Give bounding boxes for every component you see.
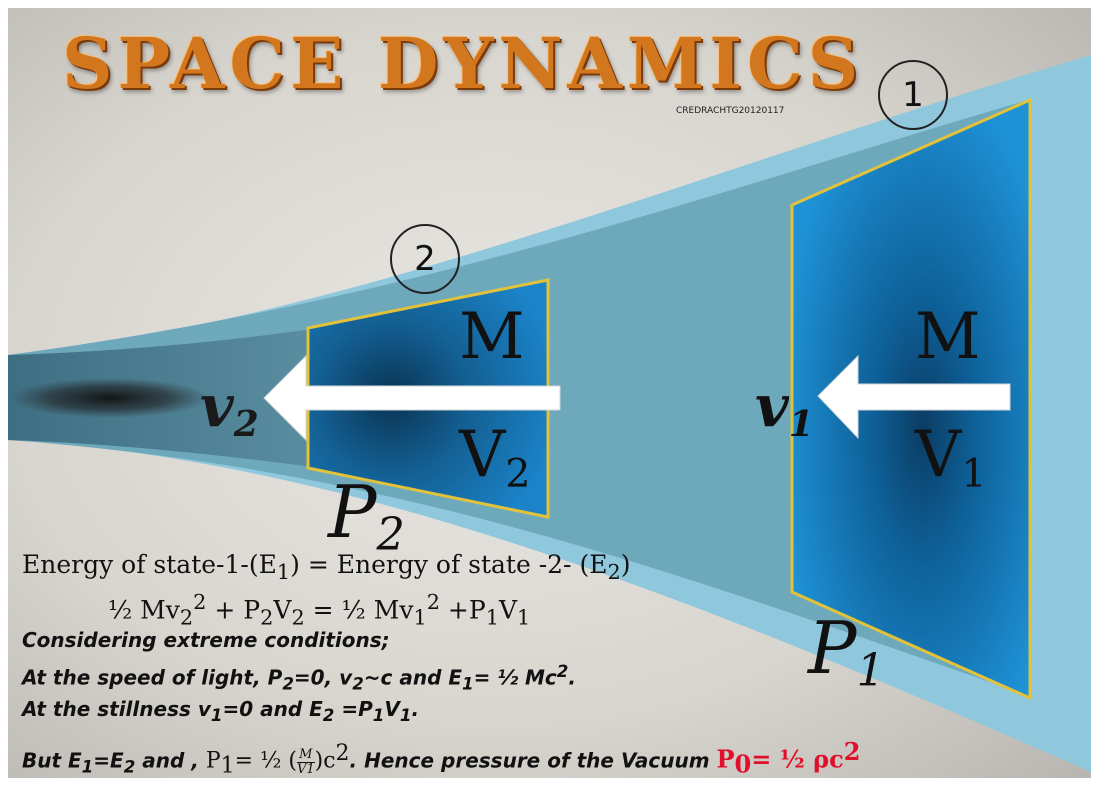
pressure-1-subscript: 1 <box>856 644 885 697</box>
line2-part-b: + P <box>206 595 261 625</box>
fraction-numerator: M <box>296 747 315 763</box>
line6-sub-a: 1 <box>81 757 94 777</box>
line2-part-f: V <box>498 595 518 625</box>
velocity-1-subscript: 1 <box>788 403 814 446</box>
line6-sup-f: 2 <box>335 741 350 766</box>
energy-equation: ½ Mv22 + P2V2 = ½ Mv12 +P1V1 <box>108 590 530 629</box>
speed-of-light-condition: At the speed of light, P2=0, v2~c and E1… <box>22 662 576 694</box>
line6-part-f: )c <box>314 748 336 774</box>
line5-part-d: V <box>384 697 400 721</box>
line2-part-e: +P <box>439 595 486 625</box>
velocity-2-subscript: 2 <box>233 403 259 446</box>
dark-streak <box>10 378 210 418</box>
volume-1-subscript: 1 <box>961 451 987 498</box>
pressure-label-state-2: P2 <box>328 470 405 560</box>
mass-label-state-2: M <box>459 300 525 374</box>
velocity-2-arrow <box>263 354 561 442</box>
vacuum-pressure-superscript: 2 <box>843 737 861 766</box>
stillness-condition: At the stillness v1=0 and E2 =P1V1. <box>22 697 419 725</box>
velocity-1-arrow <box>817 354 1011 440</box>
line5-part-b: =0 and E <box>222 697 323 721</box>
pressure-label-state-1: P1 <box>808 606 885 696</box>
line2-sub-c: 2 <box>291 605 305 630</box>
line4-sup-d: 2 <box>556 662 569 681</box>
line1-part-c: ) <box>620 550 631 579</box>
line4-part-c: ~c and E <box>363 665 463 690</box>
line1-sub-a: 1 <box>276 560 291 584</box>
credit-text: CREDRACHTG20120117 <box>676 106 785 116</box>
line5-part-a: At the stillness v <box>22 697 211 721</box>
line1-part-a: Energy of state-1-(E <box>22 550 277 579</box>
line6-part-e: = ½ ( <box>234 748 297 774</box>
line5-part-e: . <box>411 697 420 721</box>
line5-sub-d: 1 <box>399 706 412 725</box>
line4-part-b: =0, v <box>293 665 353 690</box>
pressure-2-subscript: 2 <box>376 508 405 561</box>
title: SPACE DYNAMICS <box>62 22 864 105</box>
mass-label-state-1: M <box>915 300 981 374</box>
line1-sub-b: 2 <box>607 560 621 584</box>
line5-sub-a: 1 <box>210 706 223 725</box>
line1-part-b: ) = Energy of state -2- (E <box>290 550 608 579</box>
energy-equality-statement: Energy of state-1-(E1) = Energy of state… <box>22 550 631 584</box>
pressure-2-symbol: P <box>328 470 377 554</box>
line4-sub-b: 2 <box>352 674 364 694</box>
line2-sub-a: 2 <box>179 605 194 630</box>
line2-sub-b: 2 <box>260 605 274 630</box>
line2-sup-d: 2 <box>426 590 440 614</box>
line2-sub-d: 1 <box>413 605 427 630</box>
line4-part-a: At the speed of light, P <box>22 665 283 690</box>
vacuum-pressure-subscript: 0 <box>734 749 752 779</box>
line5-part-c: =P <box>334 697 373 721</box>
volume-2-subscript: 2 <box>505 451 531 498</box>
line2-sub-e: 1 <box>485 605 499 630</box>
volume-label-state-1: V1 <box>915 418 986 497</box>
line6-part-c: and , <box>135 748 206 773</box>
line6-sub-d: 1 <box>220 753 235 779</box>
volume-label-state-2: V2 <box>459 418 530 497</box>
line5-sub-b: 2 <box>322 706 335 725</box>
velocity-2-symbol: v <box>200 372 234 440</box>
velocity-label-state-2: v2 <box>200 372 259 445</box>
extreme-conditions-heading: Considering extreme conditions; <box>22 628 390 652</box>
velocity-label-state-1: v1 <box>755 372 814 445</box>
line6-part-d: P <box>205 748 221 774</box>
volume-2-symbol: V <box>459 418 506 492</box>
line6-part-g: . Hence pressure of the Vacuum <box>349 748 717 773</box>
state-1-label: 1 <box>878 60 948 130</box>
vacuum-pressure-formula: = ½ ρc <box>751 744 844 774</box>
vacuum-pressure-symbol: P <box>716 744 735 774</box>
velocity-1-symbol: v <box>755 372 789 440</box>
line5-sub-c: 1 <box>372 706 385 725</box>
line2-part-a: ½ Mv <box>108 595 180 625</box>
line6-sub-b: 2 <box>123 757 136 777</box>
line2-part-d: = ½ Mv <box>304 595 414 625</box>
line6-part-b: =E <box>93 748 124 773</box>
pressure-1-symbol: P <box>808 606 857 690</box>
line4-part-d: = ½ Mc <box>473 665 557 690</box>
line4-sub-a: 2 <box>282 674 294 694</box>
line4-part-e: . <box>568 665 576 690</box>
fraction-denominator: V1 <box>296 761 315 777</box>
state-2-label: 2 <box>390 224 460 294</box>
line2-sup-a: 2 <box>193 590 207 614</box>
line2-sub-f: 1 <box>517 605 531 630</box>
line2-part-c: V <box>273 595 292 625</box>
volume-1-symbol: V <box>915 418 962 492</box>
line6-part-a: But E <box>22 748 82 773</box>
line4-sub-c: 1 <box>462 674 474 694</box>
